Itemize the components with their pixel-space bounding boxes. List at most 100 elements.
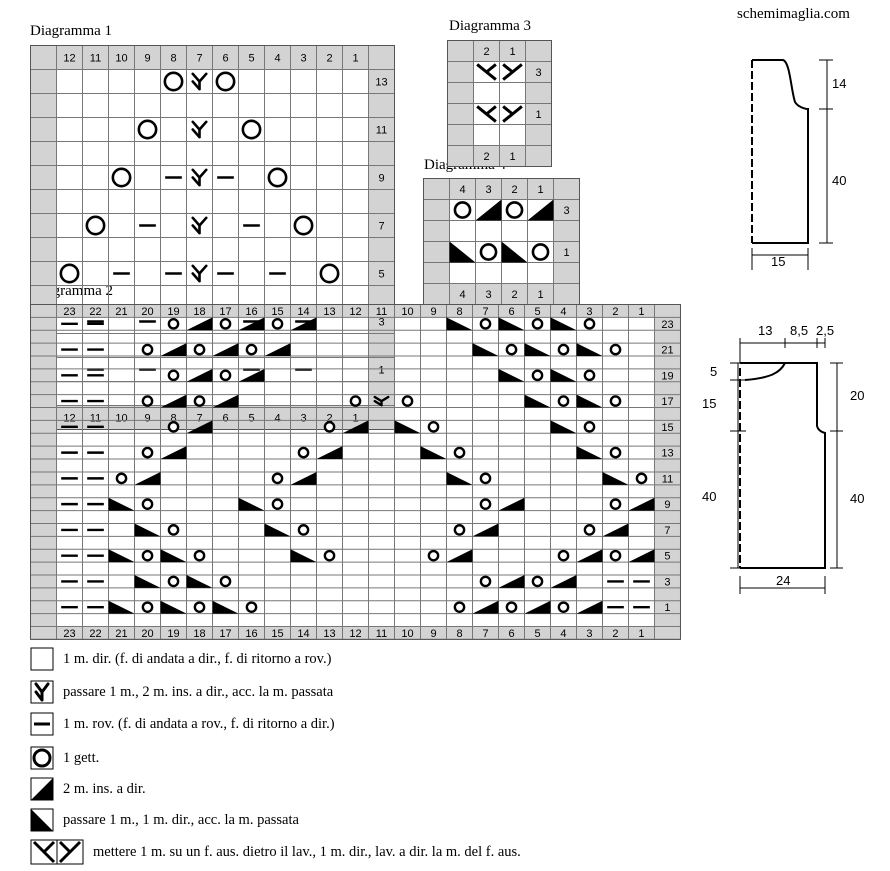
- d2-col-label-top: 20: [141, 306, 153, 318]
- yarn-over-symbol: [245, 343, 258, 356]
- d2-col-label-bottom: 16: [245, 628, 257, 640]
- yarn-over-symbol: [453, 446, 466, 459]
- legend-item-k2tog: 2 m. ins. a dir.: [30, 777, 146, 801]
- d2-col-label-top: 21: [115, 306, 127, 318]
- skp-symbol: [264, 523, 291, 537]
- double-decrease-symbol: [191, 168, 208, 187]
- d2-col-label-bottom: 14: [297, 628, 309, 640]
- d4-row-label: 3: [563, 205, 569, 217]
- yarn-over-symbol: [323, 549, 336, 562]
- d2-col-label-top: 22: [89, 306, 101, 318]
- yarn-over-symbol: [505, 343, 518, 356]
- k2tog-symbol: [212, 394, 239, 408]
- dim-40-left: 40: [702, 489, 716, 504]
- k2tog-symbol: [238, 317, 265, 331]
- yarn-over-symbol: [609, 395, 622, 407]
- legend-text-cable: mettere 1 m. su un f. aus. dietro il lav…: [93, 844, 521, 860]
- k2tog-symbol: [602, 523, 629, 537]
- yarn-over-symbol: [163, 71, 184, 92]
- d2-col-label-bottom: 23: [63, 628, 75, 640]
- yarn-over-symbol: [167, 317, 180, 330]
- d2-row-label: 21: [661, 345, 673, 357]
- yarn-over-symbol: [635, 472, 648, 485]
- skp-symbol: [290, 549, 317, 563]
- yarn-over-symbol: [427, 549, 440, 562]
- yarn-over-symbol: [137, 119, 158, 140]
- yarn-over-symbol: [271, 498, 284, 510]
- d4-row-label: 1: [563, 247, 569, 259]
- skp-symbol: [108, 497, 135, 511]
- d2-col-label-top: 2: [612, 306, 618, 318]
- d1-col-label-top: 1: [352, 52, 358, 64]
- d2-col-label-top: 5: [534, 306, 540, 318]
- d4-col-label-bottom: 2: [511, 289, 517, 301]
- yarn-over-symbol: [479, 243, 498, 261]
- yarn-over-symbol: [267, 167, 288, 188]
- d2-col-label-top: 17: [219, 306, 231, 318]
- d2-col-label-top: 19: [167, 306, 179, 318]
- d1-col-label-bottom: 9: [144, 412, 150, 424]
- k2tog-symbol: [446, 549, 473, 563]
- skp-symbol: [134, 574, 161, 588]
- yarn-over-symbol: [167, 369, 180, 382]
- d4-col-label-top: 1: [537, 184, 543, 196]
- yarn-over-symbol: [609, 498, 622, 510]
- dim-40-right: 40: [850, 491, 864, 506]
- yarn-over-symbol: [453, 524, 466, 536]
- d1-row-label: 13: [375, 76, 387, 88]
- d2-col-label-bottom: 13: [323, 628, 335, 640]
- yarn-over-symbol: [141, 549, 154, 562]
- yarn-over-symbol: [453, 201, 472, 219]
- dim-8-5: 8,5: [790, 323, 808, 338]
- cable-symbol: [476, 63, 497, 81]
- double-decrease-symbol: [191, 120, 208, 139]
- d3-row-label: 1: [535, 109, 541, 121]
- schematic-bottom: 13 8,5 2,5 5 15 40 20 40 24: [702, 323, 864, 594]
- d1-col-label-top: 4: [274, 52, 280, 64]
- skp-symbol: [576, 343, 603, 357]
- k2tog-symbol: [186, 317, 213, 331]
- yarn-over-symbol: [193, 395, 206, 407]
- yarn-over-symbol: [609, 549, 622, 562]
- k2tog-symbol: [212, 343, 239, 357]
- d3-col-label-top: 2: [483, 46, 489, 58]
- d4-col-label-bottom: 3: [485, 289, 491, 301]
- skp-symbol: [524, 394, 551, 408]
- d2-col-label-bottom: 11: [376, 628, 387, 640]
- k2tog-symbol: [472, 523, 499, 537]
- k2tog-symbol: [342, 420, 369, 434]
- d1-col-label-bottom: 8: [170, 412, 176, 424]
- k2tog-symbol: [186, 420, 213, 434]
- yarn-over-symbol: [297, 524, 310, 536]
- d1-col-label-bottom: 5: [248, 412, 254, 424]
- yarn-over-symbol: [401, 395, 414, 407]
- k2tog-symbol: [160, 394, 187, 408]
- legend-text-purl: 1 m. rov. (f. di andata a rov., f. di ri…: [63, 716, 335, 732]
- skp-symbol: [550, 420, 577, 434]
- k2tog-symbol: [290, 317, 317, 331]
- skp-symbol: [602, 471, 629, 485]
- yarn-over-symbol: [111, 167, 132, 188]
- yarn-over-symbol: [241, 119, 262, 140]
- k2tog-symbol: [576, 549, 603, 563]
- yarn-over-symbol: [557, 395, 570, 407]
- yarn-over-symbol: [271, 472, 284, 485]
- d2-col-label-bottom: 12: [349, 628, 361, 640]
- skp-symbol: [498, 368, 525, 382]
- yarn-over-symbol: [557, 549, 570, 562]
- k2tog-symbol: [238, 368, 265, 382]
- d3-col-label-top: 1: [509, 46, 515, 58]
- d2-row-label: 7: [664, 525, 670, 537]
- d3-col-label-bottom: 1: [509, 151, 515, 163]
- right-triangle-icon: [30, 777, 54, 801]
- yarn-over-symbol: [59, 263, 80, 284]
- d1-col-label-top: 9: [144, 52, 150, 64]
- k2tog-symbol: [134, 471, 161, 485]
- skp-symbol: [550, 317, 577, 331]
- skp-symbol: [134, 523, 161, 537]
- dim-14: 14: [832, 76, 846, 91]
- legend-item-knit: 1 m. dir. (f. di andata a dir., f. di ri…: [30, 647, 331, 671]
- yarn-over-symbol: [141, 343, 154, 356]
- yarn-over-symbol: [319, 263, 340, 284]
